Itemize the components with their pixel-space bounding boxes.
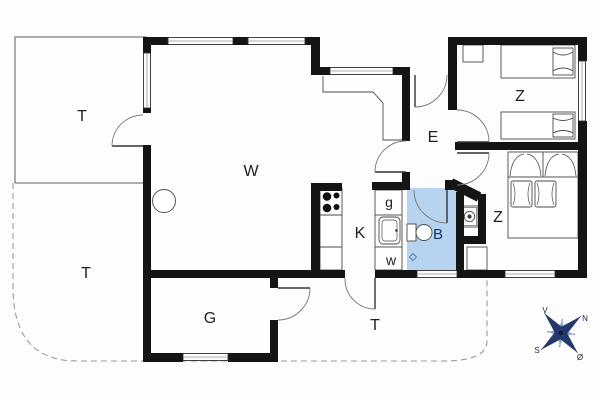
furniture-layer <box>152 44 579 271</box>
label-bedroom-east: Z <box>493 209 503 226</box>
label-terrace-nw: T <box>77 108 87 125</box>
door-arc-terrace-south <box>344 277 376 310</box>
floor-drain <box>408 252 418 262</box>
door-arc-garage <box>277 287 311 321</box>
door-arc-bedroom1 <box>456 109 490 143</box>
washbasin-inner <box>381 219 398 242</box>
corner-closet <box>466 246 488 271</box>
wardrobe-door-marks <box>509 153 577 177</box>
windows <box>143 37 586 361</box>
door-arc-terrace-west <box>111 114 144 147</box>
double-bed-pillow-left <box>510 180 533 208</box>
compass-center <box>558 330 564 336</box>
washing-machine-dot <box>467 214 472 219</box>
door-arc-bathroom <box>413 189 448 224</box>
compass-north-letter: N <box>582 314 588 323</box>
pillow-marks-2 <box>552 117 574 134</box>
label-kitchen: K <box>355 225 366 242</box>
nightstand <box>462 44 484 63</box>
doors <box>111 74 490 321</box>
label-terrace-sw: T <box>81 265 91 282</box>
label-living: W <box>243 163 259 180</box>
kitchen-counter <box>319 187 343 271</box>
label-bedroom-north: Z <box>515 88 525 105</box>
dining-table <box>152 189 176 213</box>
single-bed-1-pillow <box>552 47 574 76</box>
compass-rose: V N S Ø <box>534 306 588 362</box>
hall-sideboard <box>322 76 402 141</box>
single-bed-2-pillow <box>552 113 574 138</box>
pillow-marks-3 <box>512 182 555 206</box>
double-bed-pillow-right <box>534 180 557 208</box>
pillow-marks-1 <box>552 51 574 72</box>
bathroom-diagonal-wall <box>448 178 482 202</box>
walls <box>143 37 587 362</box>
terrace-nw-boundary <box>14 36 147 184</box>
label-entry: E <box>428 129 439 146</box>
compass-east-letter: Ø <box>577 353 583 362</box>
label-terrace-s: T <box>370 317 380 334</box>
compass-west-letter: V <box>542 306 548 315</box>
room-labels: T T T W E Z Z K B G g w <box>77 88 525 334</box>
closet-g-box <box>374 189 403 216</box>
washbasin-tap <box>395 229 398 232</box>
door-arc-living-hall <box>374 140 407 173</box>
toilet-tank <box>406 223 417 242</box>
label-closet-g: g <box>385 194 393 210</box>
label-bathroom: B <box>433 226 443 243</box>
label-garage: G <box>204 310 216 327</box>
terrace-dashed-boundary <box>12 183 488 362</box>
door-arc-bedroom2 <box>456 152 490 186</box>
label-closet-w: w <box>385 252 397 268</box>
door-arc-entrance <box>414 74 448 108</box>
hob-burners <box>322 192 340 213</box>
compass-south-letter: S <box>534 346 539 355</box>
toilet-bowl <box>415 224 433 241</box>
